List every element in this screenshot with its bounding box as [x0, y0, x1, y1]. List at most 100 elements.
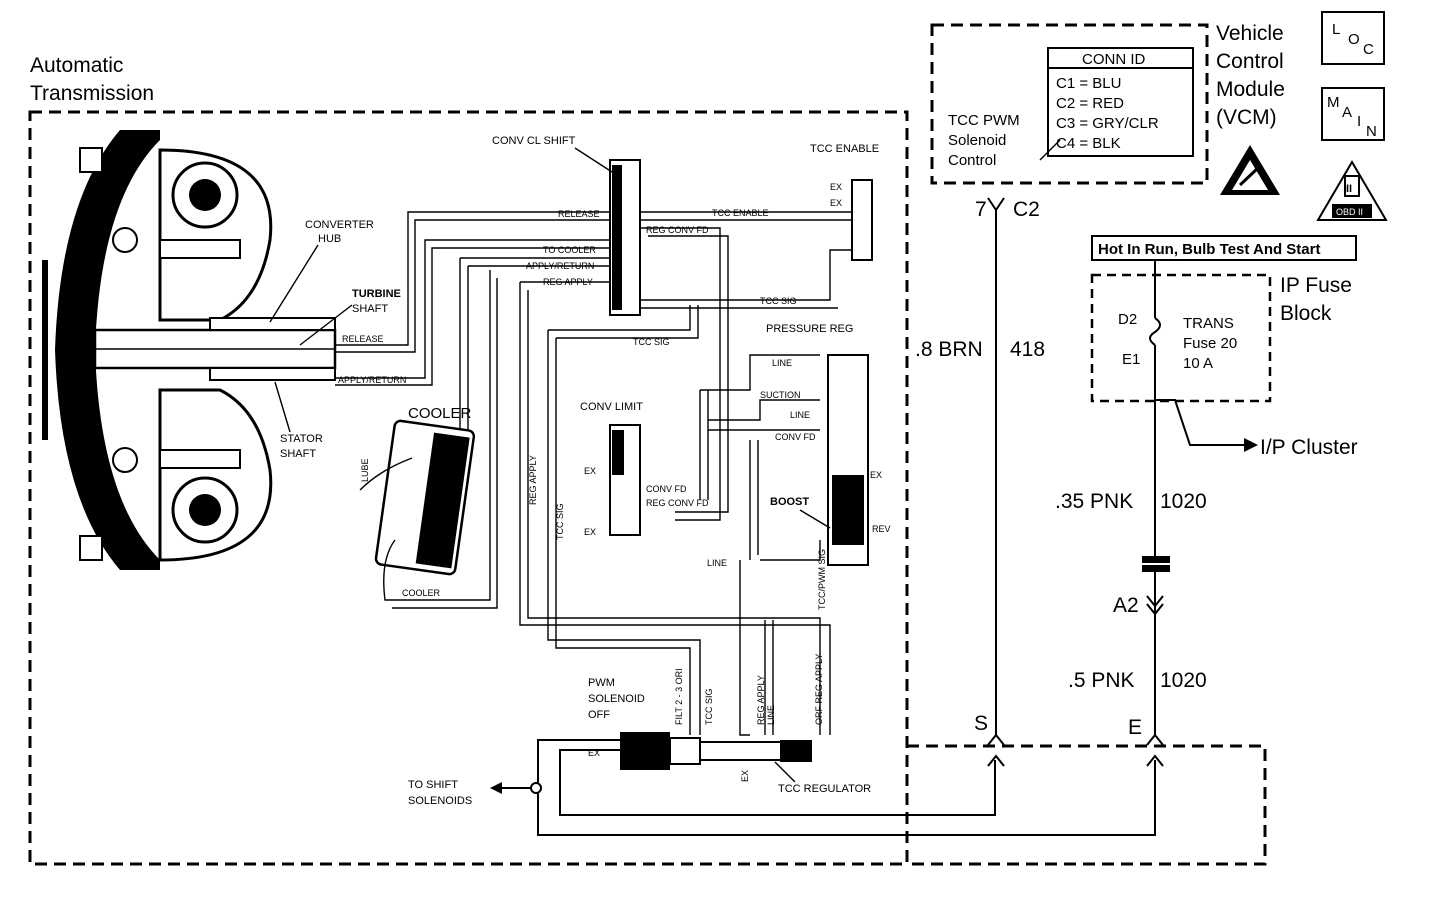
vcm-boundary: [930, 23, 1209, 185]
ip-fuse-block: [1090, 273, 1272, 403]
hot-in-run-label: Hot In Run, Bulb Test And Start: [1098, 241, 1320, 258]
brn-gauge: .8 BRN: [915, 338, 983, 361]
pnk1-circuit: 1020: [1160, 490, 1207, 513]
conn-row-4: C4 = BLK: [1056, 135, 1121, 152]
tcc-sig-vert-2: TCC SIG: [704, 688, 714, 725]
conn-c2: C2: [1013, 198, 1040, 221]
conv-fd-port-2: CONV FD: [646, 484, 687, 494]
main-a: A: [1342, 104, 1352, 121]
tcc-pwm-label-1: TCC PWM: [948, 112, 1020, 129]
reg-apply-port: REG APPLY: [543, 277, 593, 287]
pin-number: 7: [975, 198, 987, 221]
inline-connector-icon: [1138, 556, 1174, 572]
loc-badge-icon: L O C: [1321, 11, 1385, 65]
fuse-e1: E1: [1122, 351, 1140, 368]
reg-apply-vert: REG APPLY: [528, 455, 538, 505]
transmission-title-2: Transmission: [30, 82, 154, 105]
pwm-label-1: PWM: [588, 677, 615, 689]
esd-warning-icon: [1220, 145, 1280, 195]
to-shift-label-2: SOLENOIDS: [408, 795, 472, 807]
line-port-3: LINE: [707, 558, 727, 568]
cooler: [359, 419, 476, 601]
filt-label: FILT 2 - 3 ORI: [674, 668, 684, 725]
to-shift-label-1: TO SHIFT: [408, 779, 458, 791]
pwm-solenoid: [620, 732, 812, 770]
vcm-title-4: (VCM): [1216, 106, 1277, 129]
ip-cluster-label: I/P Cluster: [1260, 436, 1358, 459]
tcc-sig-port: TCC SIG: [760, 296, 797, 306]
tcc-sig-port-2: TCC SIG: [633, 337, 670, 347]
apply-return-label: APPLY/RETURN: [338, 375, 406, 385]
torque-converter: [42, 130, 337, 570]
conv-limit-label: CONV LIMIT: [580, 401, 643, 413]
converter-hub-label-1: CONVERTER: [305, 219, 374, 231]
pnk2-circuit: 1020: [1160, 669, 1207, 692]
transmission-boundary: [28, 110, 909, 866]
orf-reg-apply: ORF REG APPLY: [814, 654, 824, 725]
ex-port-3: EX: [584, 466, 596, 476]
turbine-shaft-label-1: TURBINE: [352, 288, 401, 300]
apply-return-port: APPLY/RETURN: [526, 261, 594, 271]
lube-label: LUBE: [360, 458, 370, 482]
conv-fd-port: CONV FD: [775, 432, 816, 442]
suction-port: SUCTION: [760, 390, 801, 400]
ip-fuse-label-2: Block: [1280, 302, 1332, 325]
stator-shaft-label-2: SHAFT: [280, 448, 316, 460]
conn-row-3: C3 = GRY/CLR: [1056, 115, 1159, 132]
ip-fuse-label-1: IP Fuse: [1280, 274, 1352, 297]
main-i: I: [1357, 113, 1361, 130]
main-m: M: [1327, 94, 1340, 111]
conv-cl-shift-label: CONV CL SHIFT: [492, 135, 576, 147]
loc-o: O: [1348, 31, 1360, 48]
tcc-enable-valve: [851, 179, 873, 261]
main-badge-icon: M A I N: [1321, 87, 1385, 141]
pwm-label-2: SOLENOID: [588, 693, 645, 705]
vcm-title-2: Control: [1216, 50, 1284, 73]
fuse-number: Fuse 20: [1183, 335, 1237, 352]
ex-port-7: EX: [740, 770, 750, 782]
conn-id-header: CONN ID: [1082, 51, 1146, 68]
conn-row-2: C2 = RED: [1056, 95, 1124, 112]
tcc-pwm-label-2: Solenoid: [948, 132, 1006, 149]
line-vert: LINE: [766, 705, 776, 725]
ex-port-6: EX: [588, 748, 600, 758]
tcc-sig-vert: TCC SIG: [555, 503, 565, 540]
obd-ii-icon: II OBD II: [1316, 160, 1388, 221]
conn-row-1: C1 = BLU: [1056, 75, 1121, 92]
stator-shaft-label-1: STATOR: [280, 433, 323, 445]
reg-conv-fd-port-2: REG CONV FD: [646, 498, 709, 508]
cooler-label: COOLER: [408, 405, 472, 422]
converter-hub-label-2: HUB: [318, 233, 341, 245]
ex-port-2: EX: [830, 198, 842, 208]
terminal-s: S: [974, 712, 988, 735]
transmission-boundary-extension: [907, 744, 1267, 866]
fuse-amps: 10 A: [1183, 355, 1213, 372]
boost-label: BOOST: [770, 496, 809, 508]
vcm-title-1: Vehicle: [1216, 22, 1284, 45]
tcc-regulator-label: TCC REGULATOR: [778, 783, 871, 795]
hot-in-run-box: [1091, 235, 1357, 261]
transmission-title-1: Automatic: [30, 54, 123, 77]
obd-label: OBD II: [1336, 207, 1363, 217]
reg-apply-line: REG APPLY: [756, 675, 766, 725]
fuse-d2: D2: [1118, 311, 1137, 328]
pwm-label-3: OFF: [588, 709, 610, 721]
release-label: RELEASE: [342, 334, 384, 344]
tcc-enable-label: TCC ENABLE: [810, 143, 879, 155]
vcm-title-3: Module: [1216, 78, 1285, 101]
tcc-pwm-label-3: Control: [948, 152, 996, 169]
turbine-shaft-label-2: SHAFT: [352, 303, 388, 315]
cooler-line-label: COOLER: [402, 588, 441, 598]
obd-roman: II: [1346, 183, 1352, 195]
tcc-pwm-sig-port: TCC/PWM SIG: [817, 549, 827, 610]
to-cooler-port: TO COOLER: [543, 245, 596, 255]
ex-port-1: EX: [830, 182, 842, 192]
reg-conv-fd-port: REG CONV FD: [646, 225, 709, 235]
rev-port: REV: [872, 524, 891, 534]
cluster-branch: [1155, 399, 1245, 446]
main-n: N: [1366, 123, 1377, 140]
conn-id-table: CONN ID C1 = BLU C2 = RED C3 = GRY/CLR C…: [1047, 47, 1194, 157]
release-port: RELEASE: [558, 209, 600, 219]
fuse-trans: TRANS: [1183, 315, 1234, 332]
